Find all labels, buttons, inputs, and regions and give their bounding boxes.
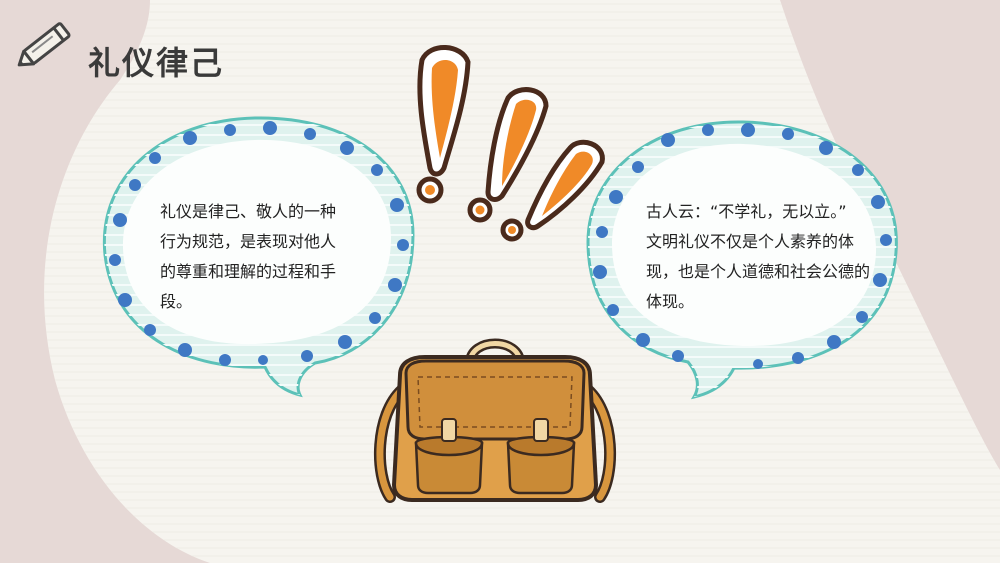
pencil-icon xyxy=(17,22,71,67)
exclamation-marks-illustration xyxy=(416,45,605,242)
bubble-dots xyxy=(593,123,892,369)
right-bubble-line-2: 文明礼仪不仅是个人素养的体现，也是个人道德和社会公德的体现。 xyxy=(646,232,871,311)
right-bubble-text: 古人云：“不学礼，无以立。” 文明礼仪不仅是个人素养的体现，也是个人道德和社会公… xyxy=(646,197,884,317)
school-bag-illustration xyxy=(373,338,617,503)
right-speech-bubble xyxy=(586,120,898,400)
right-bubble-line-1: 古人云：“不学礼，无以立。” xyxy=(646,202,847,221)
slide-title: 礼仪律己 xyxy=(88,44,225,82)
left-bubble-text: 礼仪是律己、敬人的一种行为规范，是表现对他人的尊重和理解的过程和手段。 xyxy=(160,202,337,311)
bubble-dots xyxy=(109,121,409,366)
left-speech-bubble xyxy=(102,116,415,398)
